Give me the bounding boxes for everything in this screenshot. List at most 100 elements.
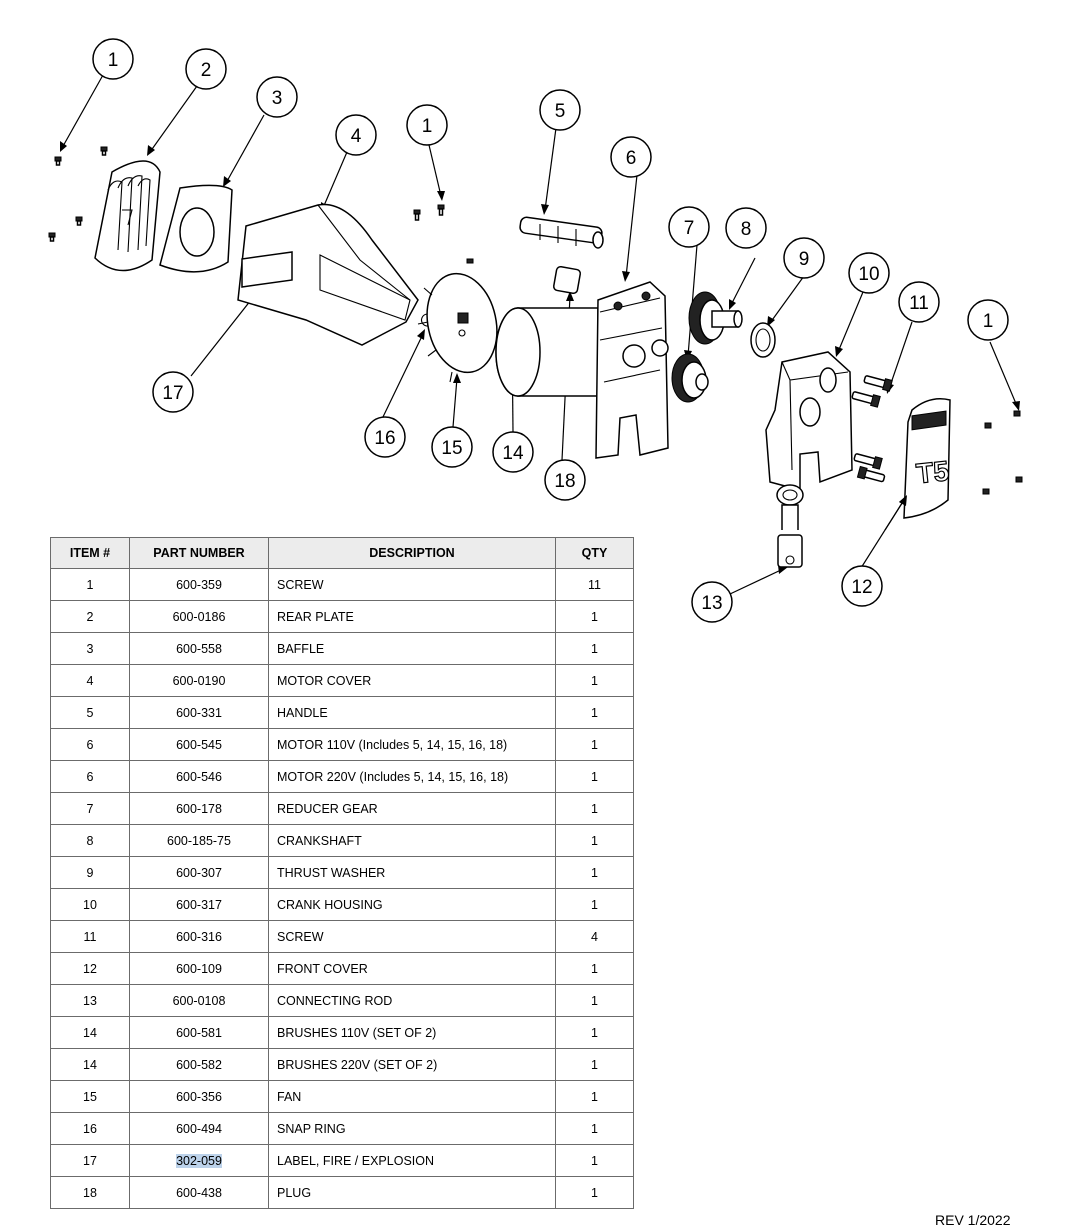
- balloon-item-11: 11: [898, 281, 940, 323]
- description-cell: SNAP RING: [268, 1112, 556, 1145]
- description-cell: SCREW: [268, 568, 556, 601]
- part-number-cell: 302-059: [129, 1144, 269, 1177]
- revision-label: REV 1/2022: [935, 1212, 1011, 1228]
- qty-cell: 1: [555, 792, 634, 825]
- balloon-item-9: 9: [783, 237, 825, 279]
- screw-group-rear: [48, 146, 108, 242]
- svg-text:7: 7: [684, 218, 695, 239]
- screw-group-crank: [851, 375, 893, 483]
- header-item: ITEM #: [50, 537, 130, 569]
- part-number-cell: 600-546: [129, 760, 269, 793]
- qty-cell: 1: [555, 1016, 634, 1049]
- svg-text:16: 16: [374, 428, 395, 449]
- svg-text:17: 17: [162, 383, 183, 404]
- description-cell: FRONT COVER: [268, 952, 556, 985]
- item-cell: 7: [50, 792, 130, 825]
- header-qty: QTY: [555, 537, 634, 569]
- qty-cell: 1: [555, 664, 634, 697]
- part-number-cell: 600-494: [129, 1112, 269, 1145]
- connecting-rod-part: [776, 484, 804, 530]
- balloon-item-4: 4: [335, 114, 377, 156]
- part-number-cell: 600-359: [129, 568, 269, 601]
- part-number-cell: 600-558: [129, 632, 269, 665]
- balloon-item-18: 18: [544, 459, 586, 501]
- reducer-gear-part: [671, 353, 709, 403]
- qty-cell: 1: [555, 1144, 634, 1177]
- qty-cell: 1: [555, 984, 634, 1017]
- item-cell: 17: [50, 1144, 130, 1177]
- plug-part: [552, 265, 582, 295]
- balloon-item-12-lower: 12: [841, 565, 883, 607]
- qty-cell: 1: [555, 824, 634, 857]
- part-number-cell: 600-0108: [129, 984, 269, 1017]
- item-cell: 3: [50, 632, 130, 665]
- thrust-washer-part: [750, 322, 776, 358]
- header-description: DESCRIPTION: [268, 537, 556, 569]
- crank-housing-part: [765, 351, 853, 491]
- item-cell: 14: [50, 1048, 130, 1081]
- item-cell: 6: [50, 728, 130, 761]
- description-cell: MOTOR 110V (Includes 5, 14, 15, 16, 18): [268, 728, 556, 761]
- description-cell: REDUCER GEAR: [268, 792, 556, 825]
- item-cell: 2: [50, 600, 130, 633]
- description-cell: HANDLE: [268, 696, 556, 729]
- balloon-item-14: 14: [492, 431, 534, 473]
- qty-cell: 1: [555, 728, 634, 761]
- balloon-item-3: 3: [256, 76, 298, 118]
- item-cell: 16: [50, 1112, 130, 1145]
- qty-cell: 1: [555, 632, 634, 665]
- description-cell: CRANK HOUSING: [268, 888, 556, 921]
- svg-text:5: 5: [555, 101, 566, 122]
- svg-text:15: 15: [441, 438, 462, 459]
- item-cell: 13: [50, 984, 130, 1017]
- description-cell: CRANKSHAFT: [268, 824, 556, 857]
- description-cell: BAFFLE: [268, 632, 556, 665]
- crankshaft-part: [688, 291, 743, 345]
- qty-cell: 1: [555, 856, 634, 889]
- connecting-rod-lower: [777, 534, 803, 568]
- part-number-cell: 600-581: [129, 1016, 269, 1049]
- part-number-cell: 600-438: [129, 1176, 269, 1209]
- balloon-item-8: 8: [725, 207, 767, 249]
- part-number-cell: 600-185-75: [129, 824, 269, 857]
- qty-cell: 1: [555, 952, 634, 985]
- description-cell: SCREW: [268, 920, 556, 953]
- balloon-item-2: 2: [185, 48, 227, 90]
- item-cell: 15: [50, 1080, 130, 1113]
- qty-cell: 1: [555, 696, 634, 729]
- part-number-cell: 600-0190: [129, 664, 269, 697]
- part-number-cell: 600-317: [129, 888, 269, 921]
- svg-text:1: 1: [108, 50, 119, 71]
- balloon-item-13-lower: 13: [691, 581, 733, 623]
- handle-part: [519, 216, 604, 249]
- qty-cell: 1: [555, 760, 634, 793]
- balloon-item-10: 10: [848, 252, 890, 294]
- part-number-cell: 600-109: [129, 952, 269, 985]
- item-cell: 1: [50, 568, 130, 601]
- item-cell: 10: [50, 888, 130, 921]
- rear-plate-part: [94, 160, 161, 272]
- part-number-cell: 600-582: [129, 1048, 269, 1081]
- qty-cell: 1: [555, 600, 634, 633]
- svg-text:14: 14: [502, 443, 524, 464]
- description-cell: REAR PLATE: [268, 600, 556, 633]
- highlighted-part-number: 302-059: [176, 1153, 222, 1168]
